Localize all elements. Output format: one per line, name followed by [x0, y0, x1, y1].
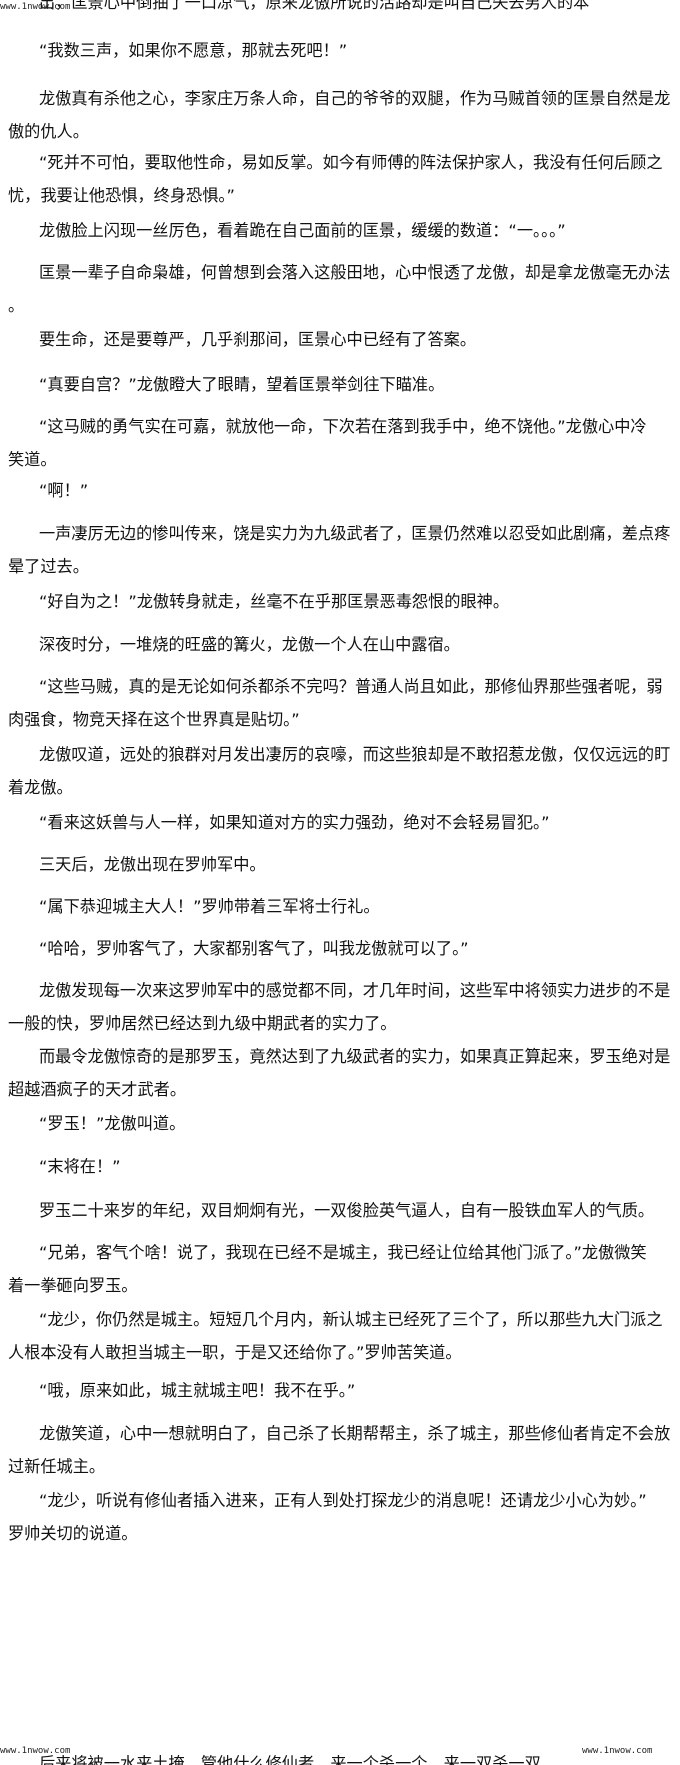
paragraph-line: 深夜时分，一堆烧的旺盛的篝火，龙傲一个人在山中露宿。 — [39, 635, 460, 654]
paragraph-line: 三天后，龙傲出现在罗帅军中。 — [39, 855, 266, 874]
paragraph-line: 龙傲叹道，远处的狼群对月发出凄厉的哀嚎，而这些狼却是不敢招惹龙傲，仅仅远远的盯 — [39, 745, 671, 764]
paragraph: “哦，原来如此，城主就城主吧！我不在乎。” — [0, 1374, 680, 1407]
paragraph: 罗玉二十来岁的年纪，双目炯炯有光，一双俊脸英气逼人，自有一股铁血军人的气质。 — [0, 1194, 680, 1227]
paragraph: “看来这妖兽与人一样，如果知道对方的实力强劲，绝对不会轻易冒犯。” — [0, 806, 680, 839]
watermark-bottom-left: www.1nwow.com — [0, 1746, 71, 1756]
paragraph-line: “看来这妖兽与人一样，如果知道对方的实力强劲，绝对不会轻易冒犯。” — [39, 813, 550, 832]
paragraph: “我数三声，如果你不愿意，那就去死吧！” — [0, 34, 680, 67]
paragraph: 深夜时分，一堆烧的旺盛的篝火，龙傲一个人在山中露宿。 — [0, 628, 680, 661]
paragraph-line: 。 — [8, 296, 25, 315]
paragraph: “啊！” — [0, 474, 680, 507]
paragraph-line: 而最令龙傲惊奇的是那罗玉，竟然达到了九级武者的实力，如果真正算起来，罗玉绝对是 — [39, 1047, 671, 1066]
paragraph-line: “龙少，听说有修仙者插入进来，正有人到处打探龙少的消息呢！还请龙少小心为妙。” — [39, 1491, 647, 1510]
paragraph: “真要自宫？”龙傲瞪大了眼睛，望着匡景举剑往下瞄准。 — [0, 368, 680, 401]
paragraph: “兄弟，客气个啥！说了，我现在已经不是城主，我已经让位给其他门派了。”龙傲微笑着… — [0, 1236, 680, 1302]
paragraph-line: “这些马贼，真的是无论如何杀都杀不完吗？普通人尚且如此，那修仙界那些强者呢，弱 — [39, 677, 663, 696]
paragraph-line: 罗帅关切的说道。 — [8, 1524, 138, 1543]
paragraph-line: 龙傲脸上闪现一丝厉色，看着跪在自己面前的匡景，缓缓的数道：“一。。。” — [39, 221, 566, 240]
paragraph-line: 过新任城主。 — [8, 1457, 106, 1476]
paragraph: 要生命，还是要尊严，几乎刹那间，匡景心中已经有了答案。 — [0, 323, 680, 356]
cut-bottom-text: 后来将被一水来土掩，管他什么修仙者，来一个杀一个，来一双杀一双。 — [39, 1754, 557, 1765]
paragraph-line: 要生命，还是要尊严，几乎刹那间，匡景心中已经有了答案。 — [39, 330, 477, 349]
paragraph-line: “好自为之！”龙傲转身就走，丝毫不在乎那匡景恶毒怨恨的眼神。 — [39, 592, 510, 611]
paragraph: 龙傲叹道，远处的狼群对月发出凄厉的哀嚎，而这些狼却是不敢招惹龙傲，仅仅远远的盯着… — [0, 738, 680, 804]
paragraph-line: 匡景一辈子自命枭雄，何曾想到会落入这般田地，心中恨透了龙傲，却是拿龙傲毫无办法 — [39, 263, 671, 282]
paragraph: 一声凄厉无边的惨叫传来，饶是实力为九级武者了，匡景仍然难以忍受如此剧痛，差点疼晕… — [0, 517, 680, 583]
paragraph-line: 罗玉二十来岁的年纪，双目炯炯有光，一双俊脸英气逼人，自有一股铁血军人的气质。 — [39, 1201, 655, 1220]
paragraph-line: 龙傲真有杀他之心，李家庄万条人命，自己的爷爷的双腿，作为马贼首领的匡景自然是龙 — [39, 89, 671, 108]
paragraph-line: “哈哈，罗帅客气了，大家都别客气了，叫我龙傲就可以了。” — [39, 939, 469, 958]
paragraph-line: “兄弟，客气个啥！说了，我现在已经不是城主，我已经让位给其他门派了。”龙傲微笑 — [39, 1243, 647, 1262]
paragraph: “好自为之！”龙傲转身就走，丝毫不在乎那匡景恶毒怨恨的眼神。 — [0, 585, 680, 618]
paragraph: 龙傲发现每一次来这罗帅军中的感觉都不同，才几年时间，这些军中将领实力进步的不是一… — [0, 974, 680, 1040]
paragraph: 匡景一辈子自命枭雄，何曾想到会落入这般田地，心中恨透了龙傲，却是拿龙傲毫无办法。 — [0, 256, 680, 322]
paragraph-line: “罗玉！”龙傲叫道。 — [39, 1114, 186, 1133]
paragraph-line: 肉强食，物竞天择在这个世界真是贴切。” — [8, 710, 300, 729]
paragraph-line: “这马贼的勇气实在可嘉，就放他一命，下次若在落到我手中，绝不饶他。”龙傲心中冷 — [39, 417, 647, 436]
cut-off-bottom-line: 后来将被一水来土掩，管他什么修仙者，来一个杀一个，来一双杀一双。 — [0, 1747, 680, 1765]
paragraph: “哈哈，罗帅客气了，大家都别客气了，叫我龙傲就可以了。” — [0, 932, 680, 965]
paragraph-line: 人根本没有人敢担当城主一职，于是又还给你了。”罗帅苦笑道。 — [8, 1343, 462, 1362]
paragraph-line: 龙傲笑道，心中一想就明白了，自己杀了长期帮帮主，杀了城主，那些修仙者肯定不会放 — [39, 1424, 671, 1443]
paragraph: 龙傲真有杀他之心，李家庄万条人命，自己的爷爷的双腿，作为马贼首领的匡景自然是龙傲… — [0, 82, 680, 148]
paragraph-line: “啊！” — [39, 481, 89, 500]
paragraph: “龙少，你仍然是城主。短短几个月内，新认城主已经死了三个了，所以那些九大门派之人… — [0, 1303, 680, 1369]
cut-top-text: 出，匡景心中倒抽了一口凉气，原来龙傲所说的活路却是叫自己失去男人的本 — [39, 0, 590, 12]
paragraph-line: 笑道。 — [8, 450, 57, 469]
paragraph-line: 超越酒疯子的天才武者。 — [8, 1080, 187, 1099]
paragraph: “这马贼的勇气实在可嘉，就放他一命，下次若在落到我手中，绝不饶他。”龙傲心中冷笑… — [0, 410, 680, 476]
paragraph-line: 忧，我要让他恐惧，终身恐惧。” — [8, 186, 235, 205]
paragraph: “属下恭迎城主大人！”罗帅带着三军将士行礼。 — [0, 890, 680, 923]
paragraph-line: 着一拳砸向罗玉。 — [8, 1276, 138, 1295]
watermark-top: www.1nwow.com — [0, 2, 71, 12]
paragraph: 龙傲笑道，心中一想就明白了，自己杀了长期帮帮主，杀了城主，那些修仙者肯定不会放过… — [0, 1417, 680, 1483]
paragraph: “罗玉！”龙傲叫道。 — [0, 1107, 680, 1140]
paragraph: 龙傲脸上闪现一丝厉色，看着跪在自己面前的匡景，缓缓的数道：“一。。。” — [0, 214, 680, 247]
paragraph-line: “龙少，你仍然是城主。短短几个月内，新认城主已经死了三个了，所以那些九大门派之 — [39, 1310, 663, 1329]
paragraph-line: 一般的快，罗帅居然已经达到九级中期武者的实力了。 — [8, 1014, 397, 1033]
paragraph-line: “属下恭迎城主大人！”罗帅带着三军将士行礼。 — [39, 897, 380, 916]
paragraph: “龙少，听说有修仙者插入进来，正有人到处打探龙少的消息呢！还请龙少小心为妙。” 罗… — [0, 1484, 680, 1550]
paragraph-line: “真要自宫？”龙傲瞪大了眼睛，望着匡景举剑往下瞄准。 — [39, 375, 445, 394]
paragraph: “这些马贼，真的是无论如何杀都杀不完吗？普通人尚且如此，那修仙界那些强者呢，弱肉… — [0, 670, 680, 736]
paragraph-line: 傲的仇人。 — [8, 122, 89, 141]
paragraph: “死并不可怕，要取他性命，易如反掌。如今有师傅的阵法保护家人，我没有任何后顾之忧… — [0, 146, 680, 212]
paragraph-line: 着龙傲。 — [8, 778, 73, 797]
paragraph-line: 一声凄厉无边的惨叫传来，饶是实力为九级武者了，匡景仍然难以忍受如此剧痛，差点疼 — [39, 524, 671, 543]
paragraph-line: “哦，原来如此，城主就城主吧！我不在乎。” — [39, 1381, 356, 1400]
paragraph-line: 晕了过去。 — [8, 557, 89, 576]
paragraph: 三天后，龙傲出现在罗帅军中。 — [0, 848, 680, 881]
cut-off-top-line: 出，匡景心中倒抽了一口凉气，原来龙傲所说的活路却是叫自己失去男人的本 — [0, 0, 680, 16]
paragraph: 而最令龙傲惊奇的是那罗玉，竟然达到了九级武者的实力，如果真正算起来，罗玉绝对是超… — [0, 1040, 680, 1106]
paragraph-line: “末将在！” — [39, 1157, 121, 1176]
paragraph-line: 龙傲发现每一次来这罗帅军中的感觉都不同，才几年时间，这些军中将领实力进步的不是 — [39, 981, 671, 1000]
watermark-bottom-right: www.1nwow.com — [582, 1746, 653, 1756]
paragraph-line: “死并不可怕，要取他性命，易如反掌。如今有师傅的阵法保护家人，我没有任何后顾之 — [39, 153, 663, 172]
paragraph-line: “我数三声，如果你不愿意，那就去死吧！” — [39, 41, 348, 60]
paragraph: “末将在！” — [0, 1150, 680, 1183]
